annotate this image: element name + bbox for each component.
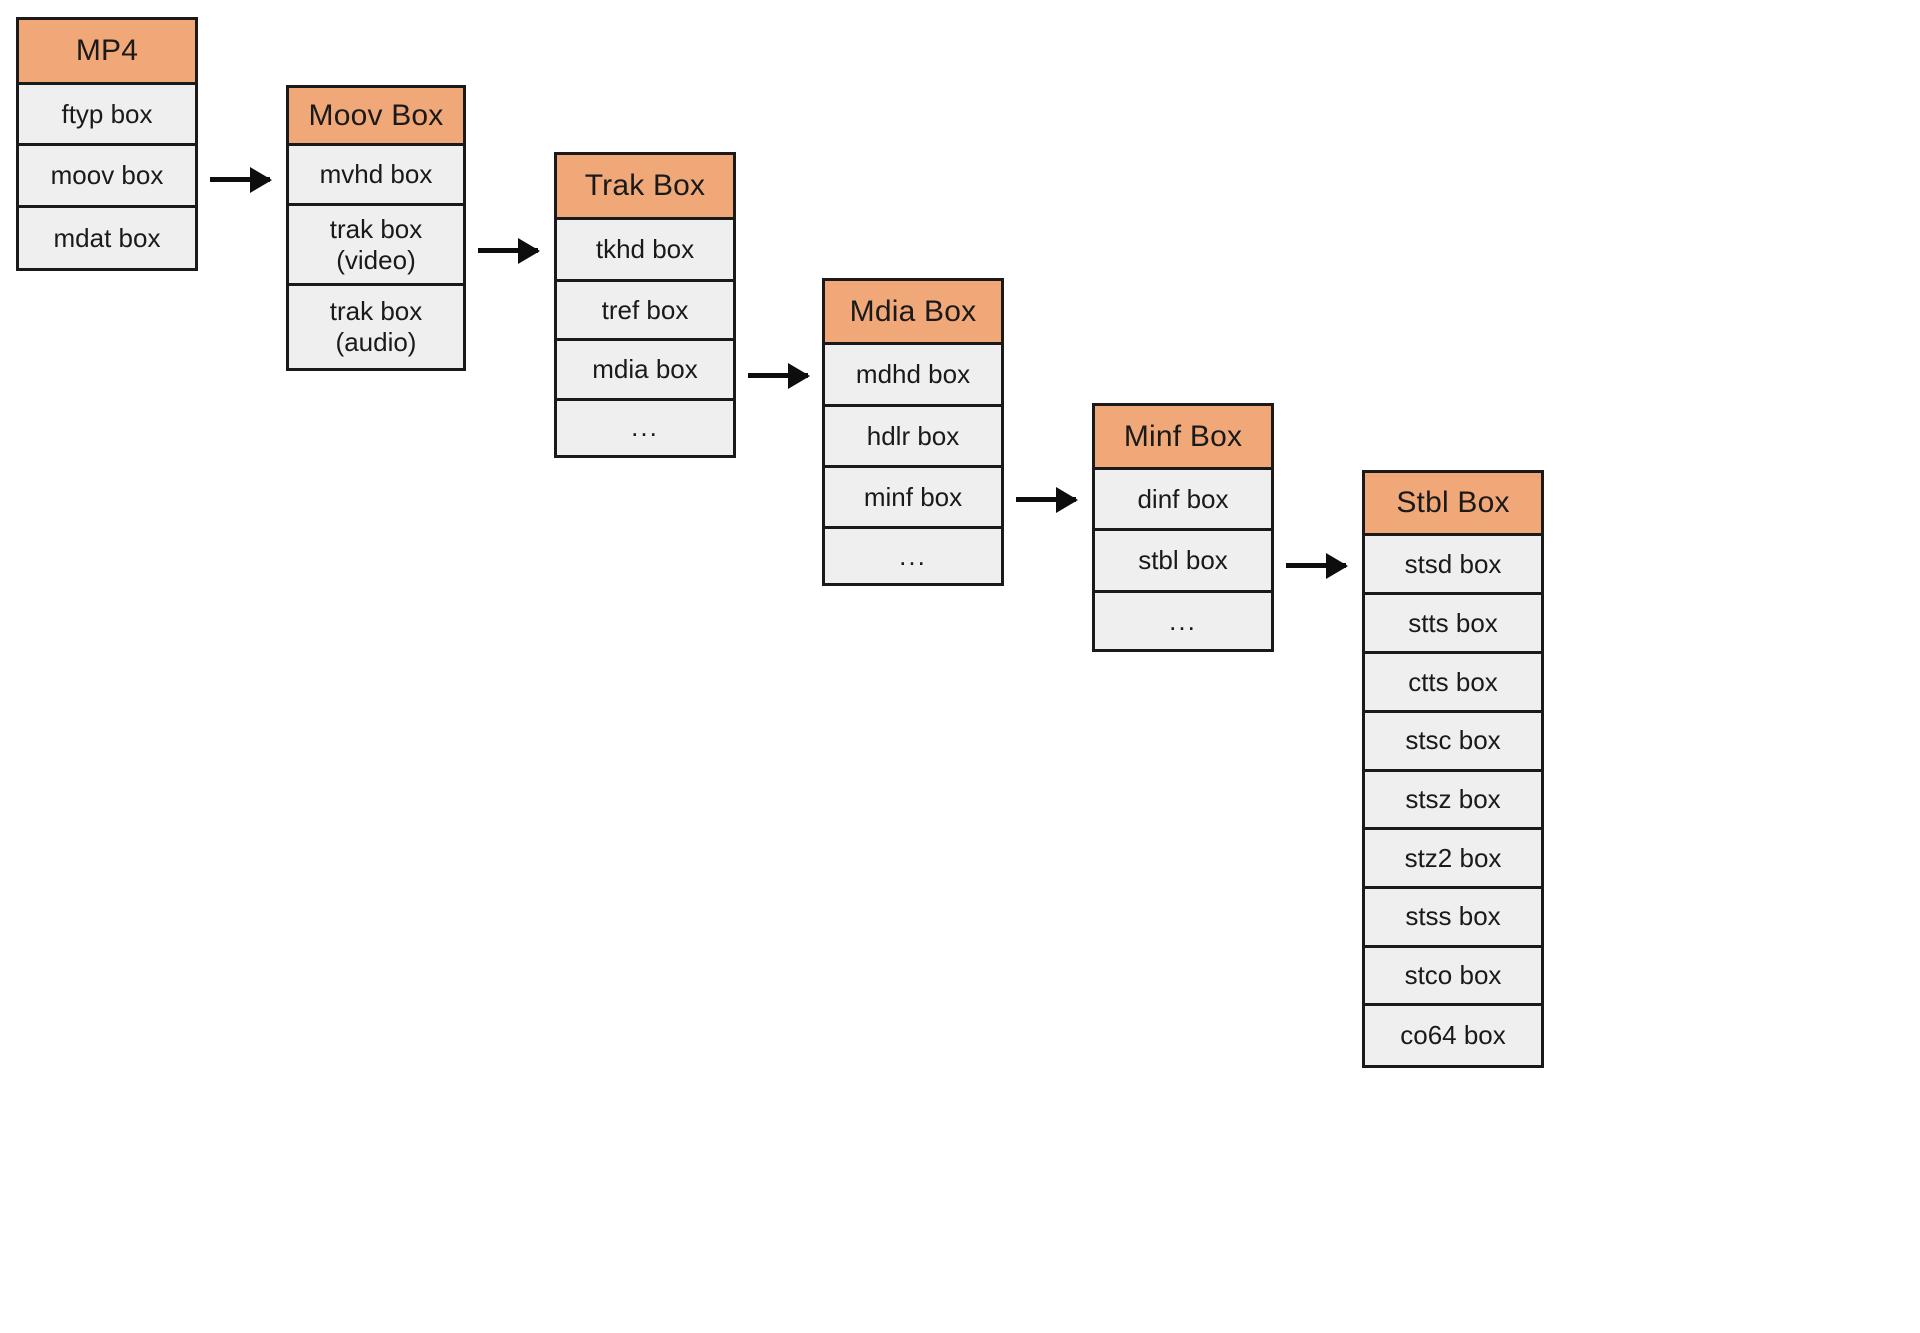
arrow-moov-to-trak [478,248,538,253]
box-row-stbl-stss[interactable]: stss box [1365,888,1541,948]
box-row-mdia-ellipsis[interactable]: ... [825,529,1001,583]
box-stack-mdia[interactable]: Mdia Box mdhd box hdlr box minf box ... [822,278,1004,586]
box-header-trak: Trak Box [557,155,733,221]
box-stack-moov[interactable]: Moov Box mvhd box trak box (video) trak … [286,85,466,371]
box-row-moov-mvhd[interactable]: mvhd box [289,146,463,206]
arrow-minf-to-stbl [1286,563,1346,568]
box-header-moov: Moov Box [289,88,463,146]
box-row-stbl-co64[interactable]: co64 box [1365,1006,1541,1065]
box-row-minf-dinf[interactable]: dinf box [1095,470,1271,532]
box-row-trak-tkhd[interactable]: tkhd box [557,220,733,282]
box-row-mdia-hdlr[interactable]: hdlr box [825,407,1001,468]
box-row-stbl-stts[interactable]: stts box [1365,595,1541,655]
box-row-trak-ellipsis[interactable]: ... [557,400,733,455]
box-header-mp4: MP4 [19,20,195,86]
box-row-mp4-mdat[interactable]: mdat box [19,207,195,268]
arrow-mp4-to-moov [210,177,270,182]
box-row-stbl-stco[interactable]: stco box [1365,947,1541,1007]
box-stack-stbl[interactable]: Stbl Box stsd box stts box ctts box stsc… [1362,470,1544,1068]
box-header-minf: Minf Box [1095,406,1271,471]
box-row-mp4-ftyp[interactable]: ftyp box [19,85,195,147]
box-row-minf-stbl[interactable]: stbl box [1095,531,1271,593]
box-stack-minf[interactable]: Minf Box dinf box stbl box ... [1092,403,1274,652]
box-stack-mp4[interactable]: MP4 ftyp box moov box mdat box [16,17,198,271]
arrow-mdia-to-minf [1016,497,1076,502]
box-row-stbl-stsz[interactable]: stsz box [1365,771,1541,831]
box-header-stbl: Stbl Box [1365,473,1541,536]
arrow-trak-to-mdia [748,373,808,378]
box-row-trak-tref[interactable]: tref box [557,281,733,342]
box-row-stbl-stz2[interactable]: stz2 box [1365,830,1541,889]
box-row-stbl-stsd[interactable]: stsd box [1365,535,1541,596]
box-stack-trak[interactable]: Trak Box tkhd box tref box mdia box ... [554,152,736,458]
box-row-mdia-minf[interactable]: minf box [825,468,1001,529]
box-row-moov-trak-audio[interactable]: trak box (audio) [289,286,463,368]
box-row-stbl-ctts[interactable]: ctts box [1365,654,1541,713]
box-row-trak-mdia[interactable]: mdia box [557,341,733,401]
box-row-moov-trak-video[interactable]: trak box (video) [289,206,463,286]
box-row-minf-ellipsis[interactable]: ... [1095,592,1271,649]
box-row-mp4-moov[interactable]: moov box [19,146,195,208]
box-row-mdia-mdhd[interactable]: mdhd box [825,345,1001,407]
box-header-mdia: Mdia Box [825,281,1001,345]
box-row-stbl-stsc[interactable]: stsc box [1365,712,1541,772]
